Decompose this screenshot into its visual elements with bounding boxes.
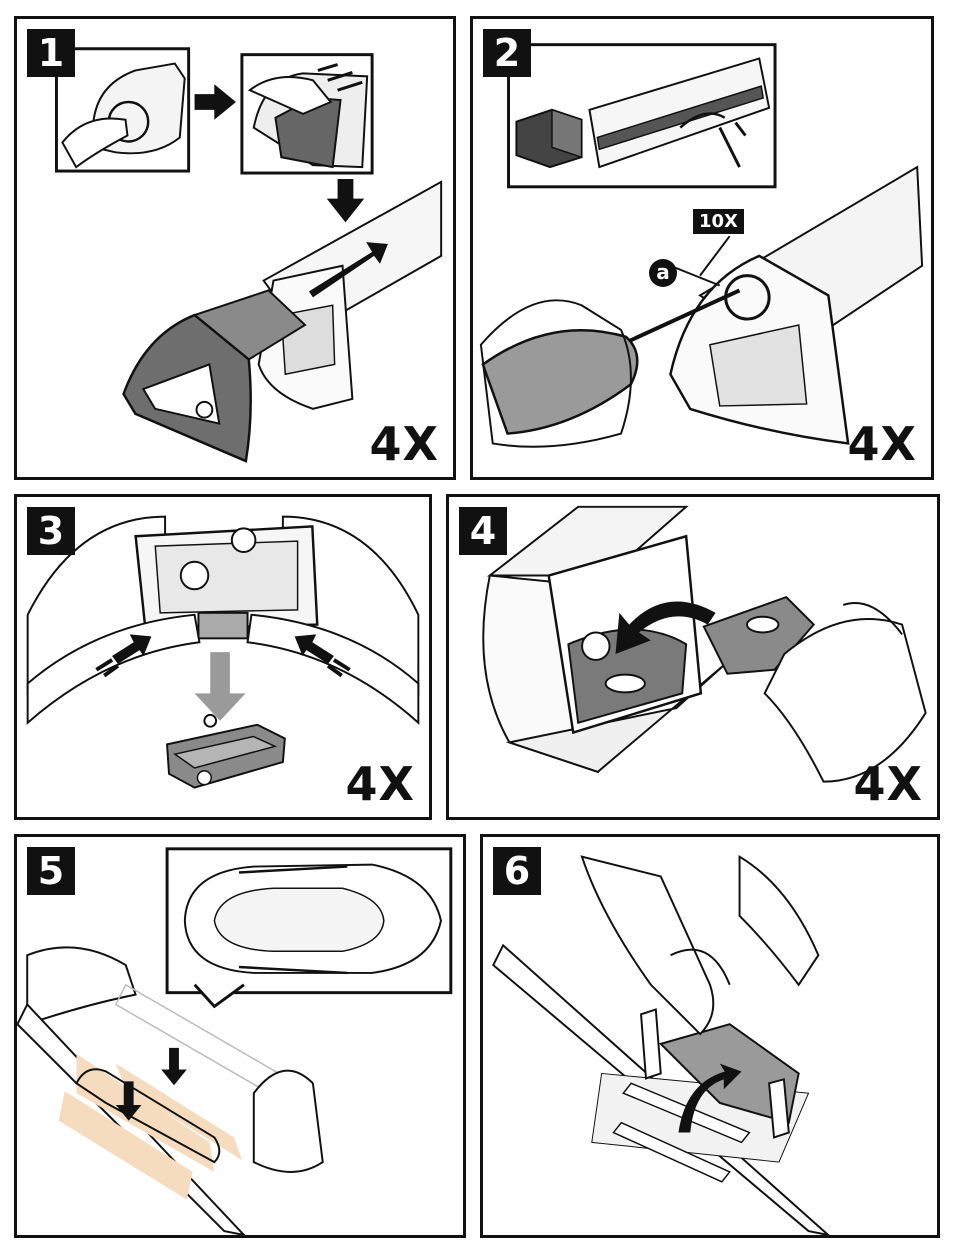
- step-6-panel: 6: [480, 834, 940, 1238]
- callout-label: a: [649, 259, 677, 287]
- step-number: 1: [27, 29, 75, 77]
- repeat-count: 4X: [369, 417, 439, 471]
- step-number: 4: [459, 507, 507, 555]
- count-label: 10X: [693, 209, 744, 234]
- repeat-count: 4X: [345, 757, 415, 811]
- step-1-illustration: [54, 47, 443, 463]
- step-3-panel: 3 4X: [14, 494, 432, 820]
- step-6-illustration: [492, 854, 830, 1235]
- step-4-panel: 4 4X: [446, 494, 940, 820]
- step-number: 6: [493, 847, 541, 895]
- step-4-illustration: [482, 505, 927, 783]
- step-2-panel: 2 10X a 4X: [470, 16, 934, 480]
- step-number: 3: [27, 507, 75, 555]
- step-5-illustration: [17, 847, 453, 1235]
- step-5-panel: 5: [14, 834, 466, 1238]
- step-1-panel: 1 4X: [14, 16, 456, 480]
- repeat-count: 4X: [853, 757, 923, 811]
- step-number: 5: [27, 847, 75, 895]
- step-number: 2: [483, 29, 531, 77]
- step-3-illustration: [26, 515, 420, 789]
- step-2-illustration: [479, 43, 924, 448]
- repeat-count: 4X: [847, 417, 917, 471]
